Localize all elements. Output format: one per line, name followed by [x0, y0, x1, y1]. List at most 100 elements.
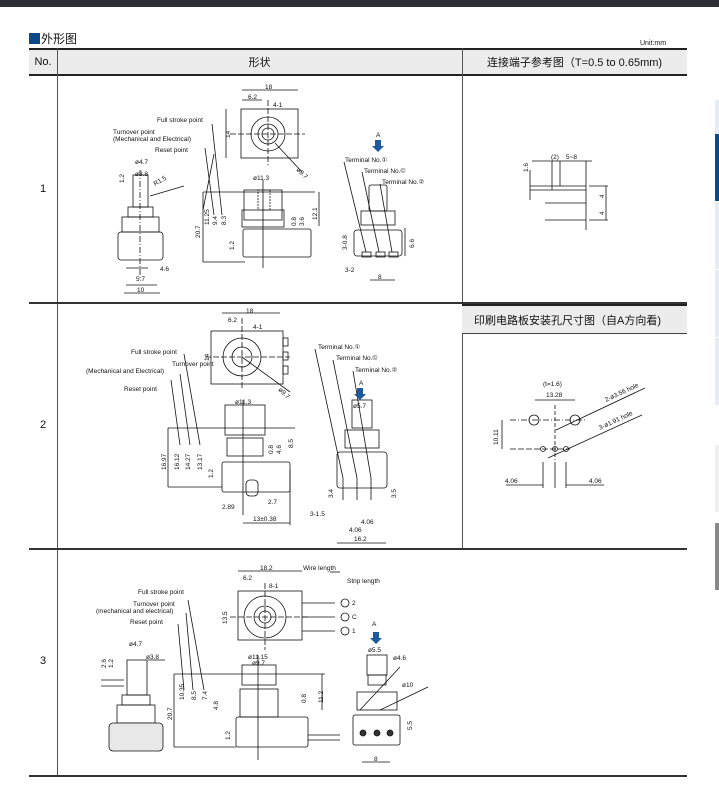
dim: 3-0.8 [342, 235, 349, 250]
dim: 2.6 [101, 659, 108, 668]
label-wire-length: Wire length [303, 565, 336, 572]
dim: ø11.3 [253, 175, 270, 182]
row-number: 1 [39, 183, 47, 195]
dim: 20.7 [195, 225, 202, 238]
dim: 8 [378, 274, 382, 281]
side-tab[interactable] [715, 445, 719, 512]
row-number: 3 [39, 655, 47, 667]
dim: 11.25 [204, 209, 211, 225]
label-turnover-sub: (mechanical and electrical) [96, 608, 173, 615]
dim: 0.8 [268, 445, 275, 454]
dim: 8.5 [191, 691, 198, 700]
dim: 4-1 [253, 324, 263, 331]
scrollbar-thumb[interactable] [715, 523, 719, 590]
row1-side-view [117, 170, 185, 294]
label-terminal-c: Terminal No.© [336, 354, 377, 362]
dim: ø3.8 [146, 654, 159, 661]
row2-bottom-view [314, 348, 388, 544]
label-terminal-1: Terminal No.① [345, 157, 387, 164]
dim: 13.17 [197, 453, 204, 470]
dim: 3.4 [328, 489, 335, 498]
col-divider [57, 48, 58, 776]
side-tab[interactable] [715, 202, 719, 269]
dim: ø4.6 [393, 655, 406, 662]
pin-1: 1 [352, 628, 356, 635]
direction-arrows [354, 140, 384, 644]
dim: ø3.8 [135, 171, 148, 178]
dim: 3-2 [345, 267, 355, 274]
unit-label: Unit:mm [640, 40, 667, 47]
label-reset: Reset point [124, 386, 157, 393]
label-turnover: Turnover point [172, 361, 214, 368]
row-divider [29, 548, 462, 550]
dim: ø9.7 [252, 660, 265, 667]
dim: ø9.7 [295, 166, 309, 180]
dim: 7.4 [202, 691, 209, 700]
dim: 16.12 [174, 453, 181, 470]
row-divider [462, 548, 687, 550]
pcb-subheader: 印刷电路板安装孔尺寸图（自A方向看) [462, 304, 687, 334]
section-marker-icon [29, 33, 40, 44]
dim: 12.1 [312, 207, 319, 220]
dim: ø4.7 [129, 641, 142, 648]
dim: 10.11 [493, 429, 500, 445]
dim: 13.5 [222, 611, 229, 624]
dim: 14.27 [185, 453, 192, 470]
dim: 1.2 [119, 174, 126, 183]
dim: 3.5 [391, 489, 398, 498]
dim: 4.6 [276, 445, 283, 454]
dim: 4.8 [213, 701, 220, 710]
dim: 1.6 [523, 163, 530, 172]
label-full-stroke: Full stroke point [131, 349, 177, 356]
dim: 13.28 [546, 392, 563, 399]
dim: 16.2 [354, 536, 367, 543]
dim: 13±0.38 [253, 516, 277, 523]
dim: 6.6 [409, 239, 416, 248]
dim: (2) [551, 154, 559, 161]
dim: 1.2 [229, 241, 236, 250]
label-strip-length: Strip length [347, 578, 380, 585]
dim: 6.2 [248, 94, 257, 101]
label-turnover: Turnover point [113, 129, 155, 136]
dim: 20.7 [167, 707, 174, 720]
dim: 14 [225, 130, 232, 138]
label-a: A [372, 621, 377, 628]
dim: 2.7 [268, 499, 277, 506]
dim: 4.06 [505, 478, 518, 485]
dim: 14 [204, 353, 211, 361]
row-divider [29, 775, 687, 777]
dim: 9.4 [212, 216, 219, 225]
side-tab[interactable] [715, 100, 719, 134]
row2-top-view [205, 312, 291, 393]
dim: 5.5 [407, 721, 414, 730]
pin-2: 2 [352, 600, 356, 607]
dim: ø5.5 [368, 647, 381, 654]
label-reset: Reset point [155, 147, 188, 154]
col-divider [462, 48, 463, 550]
dim: 1.2 [225, 731, 232, 740]
row1-bottom-view [343, 161, 406, 281]
row3-side-view [101, 659, 165, 752]
dim: 4.6 [160, 266, 169, 273]
pin-c: C [352, 614, 357, 621]
dim: 4 [599, 211, 606, 215]
label-turnover: Turnover point [133, 601, 175, 608]
side-tab-active[interactable] [715, 134, 719, 201]
header-shape: 形状 [57, 50, 462, 74]
terminal-ref-drawing [529, 160, 608, 230]
dim: 4.06 [589, 478, 602, 485]
dim: ø11.3 [235, 399, 252, 406]
side-tab[interactable] [715, 270, 719, 337]
pcb-thickness: (t=1.6) [543, 381, 562, 388]
side-tab[interactable] [715, 338, 719, 405]
label-turnover-sub: (Mechanical and Electrical) [86, 368, 164, 375]
dim: 8.3 [221, 216, 228, 225]
label-terminal-1: Terminal No.① [318, 344, 360, 351]
dim: 10.35 [179, 683, 186, 700]
dim: 11.2 [318, 690, 325, 703]
label-full-stroke: Full stroke point [157, 117, 203, 124]
dim: 5~8 [566, 154, 577, 161]
dim: 4.06 [349, 527, 362, 534]
dim: 8 [374, 756, 378, 763]
row1-top-view [225, 89, 305, 173]
